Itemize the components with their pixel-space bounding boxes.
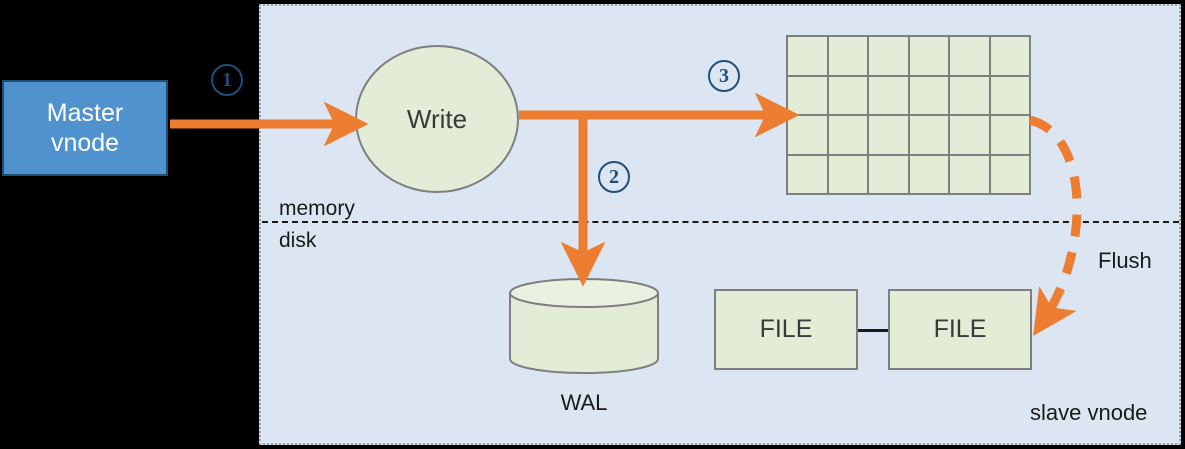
wal-cylinder[interactable] (508, 277, 660, 375)
memtable-cell (990, 37, 1029, 75)
memtable-cell (909, 116, 948, 154)
file-connector-line (858, 329, 888, 332)
memtable-cell (909, 76, 948, 114)
memory-disk-divider (262, 221, 1179, 223)
memtable-cell (788, 37, 827, 75)
memtable-cell (990, 76, 1029, 114)
memtable-cell (788, 155, 827, 193)
cylinder-shape (509, 278, 659, 374)
memtable-cell (950, 37, 989, 75)
memtable-cell (869, 37, 908, 75)
memtable-cell (828, 116, 867, 154)
flush-label: Flush (1098, 248, 1152, 273)
memtable-cell (869, 76, 908, 114)
memtable-cell (990, 116, 1029, 154)
file-box-1[interactable]: FILE (714, 289, 858, 370)
memtable-cell (909, 155, 948, 193)
memtable-cell (909, 37, 948, 75)
master-vnode-box[interactable]: Master vnode (2, 80, 168, 176)
memtable-cell (828, 76, 867, 114)
memtable-cell (869, 155, 908, 193)
memtable-cell (950, 155, 989, 193)
step-badge-3: 3 (708, 60, 740, 92)
disk-layer-label: disk (279, 229, 317, 252)
memtable-cell (869, 116, 908, 154)
memtable-cell (950, 116, 989, 154)
wal-label: WAL (560, 390, 608, 415)
memtable-cell (828, 155, 867, 193)
memtable-cell (950, 76, 989, 114)
memtable-cell (828, 37, 867, 75)
memtable-cell (990, 155, 1029, 193)
memory-layer-label: memory (279, 197, 355, 220)
step-badge-1: 1 (211, 64, 243, 96)
slave-vnode-label: slave vnode (1030, 400, 1148, 425)
file-box-2[interactable]: FILE (888, 289, 1032, 370)
memtable-grid[interactable] (786, 35, 1031, 195)
memtable-cell (788, 76, 827, 114)
memtable-cell (788, 116, 827, 154)
write-node[interactable]: Write (355, 45, 519, 193)
step-badge-2: 2 (598, 161, 630, 193)
